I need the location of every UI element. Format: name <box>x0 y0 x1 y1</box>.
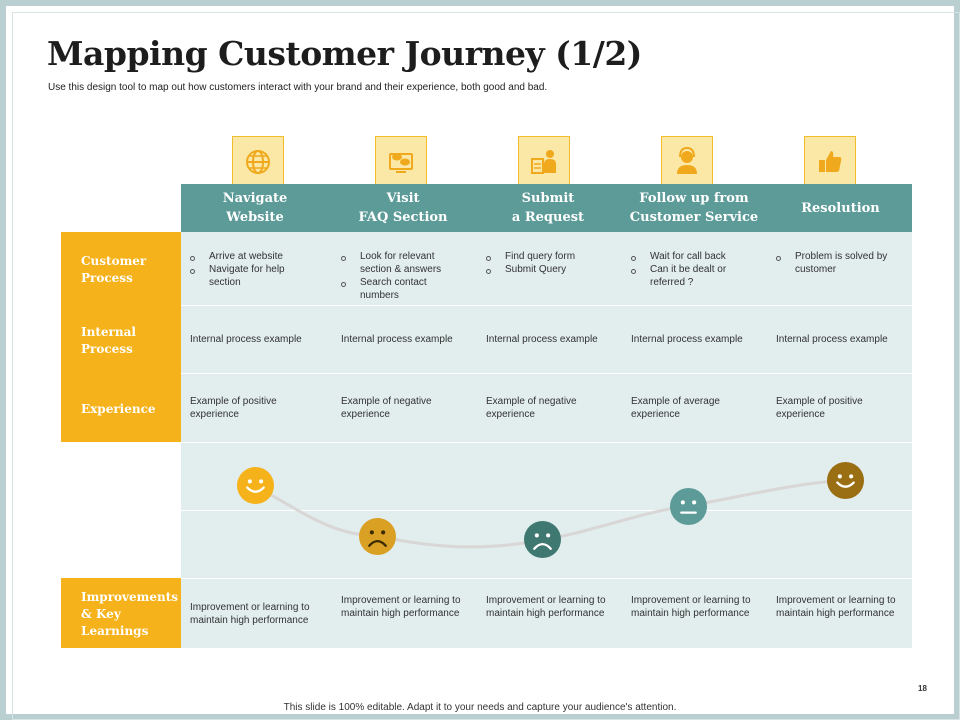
sad-face-icon <box>524 521 561 558</box>
customer-process-cell: Wait for call back Can it be dealt or re… <box>630 250 755 289</box>
thumbs-up-icon <box>804 136 856 188</box>
stage-header-visit-faq: Visit FAQ Section <box>358 191 448 225</box>
customer-process-cell: Problem is solved by customer <box>775 250 905 276</box>
list-item: Wait for call back <box>630 250 755 263</box>
list-item: Search contact numbers <box>340 276 468 302</box>
list-item: Look for relevant section & answers <box>340 250 468 276</box>
stage-header-follow-up: Follow up from Customer Service <box>629 191 759 225</box>
list-item: Can it be dealt or referred ? <box>630 263 755 289</box>
customer-process-cell: Arrive at website Navigate for help sect… <box>189 250 319 289</box>
experience-cell: Example of average experience <box>631 396 720 420</box>
list-item: Problem is solved by customer <box>775 250 905 276</box>
row-divider <box>181 305 912 306</box>
row-label-block <box>61 232 181 442</box>
internal-process-cell: Internal process example <box>776 334 888 345</box>
journey-grid <box>181 232 912 648</box>
stage-header-navigate-website: Navigate Website <box>222 191 288 225</box>
happy-face-icon <box>237 467 274 504</box>
slide-number: 18 <box>918 684 927 693</box>
row-divider <box>181 442 912 443</box>
globe-icon <box>232 136 284 188</box>
stage-header-bar <box>181 184 912 232</box>
page-title: Mapping Customer Journey (1/2) <box>47 34 642 73</box>
row-divider <box>181 510 912 511</box>
improvement-cell: Improvement or learning to maintain high… <box>341 595 461 619</box>
internal-process-cell: Internal process example <box>631 334 743 345</box>
experience-cell: Example of negative experience <box>341 396 432 420</box>
request-form-icon <box>518 136 570 188</box>
stage-header-submit-request: Submit a Request <box>511 191 585 225</box>
row-divider <box>181 578 912 579</box>
experience-cell: Example of negative experience <box>486 396 577 420</box>
page-subtitle: Use this design tool to map out how cust… <box>48 82 548 93</box>
row-divider <box>181 373 912 374</box>
list-item: Navigate for help section <box>189 263 319 289</box>
customer-service-agent-icon <box>661 136 713 188</box>
footer-note: This slide is 100% editable. Adapt it to… <box>283 702 677 713</box>
row-label-customer-process: Customer Process <box>81 254 147 285</box>
list-item: Find query form <box>485 250 613 263</box>
improvement-cell: Improvement or learning to maintain high… <box>486 595 606 619</box>
improvement-cell: Improvement or learning to maintain high… <box>631 595 751 619</box>
improvement-cell: Improvement or learning to maintain high… <box>776 595 896 619</box>
row-label-internal-process: Internal Process <box>81 325 136 356</box>
list-item: Arrive at website <box>189 250 319 263</box>
customer-process-cell: Look for relevant section & answers Sear… <box>340 250 468 302</box>
experience-cell: Example of positive experience <box>776 396 863 420</box>
neutral-face-icon <box>670 488 707 525</box>
customer-process-cell: Find query form Submit Query <box>485 250 613 276</box>
happy-face-icon <box>827 462 864 499</box>
list-item: Submit Query <box>485 263 613 276</box>
internal-process-cell: Internal process example <box>341 334 453 345</box>
row-label-improvements: Improvements & Key Learnings <box>81 590 178 638</box>
internal-process-cell: Internal process example <box>486 334 598 345</box>
experience-cell: Example of positive experience <box>190 396 277 420</box>
improvement-cell: Improvement or learning to maintain high… <box>190 602 310 626</box>
faq-chat-icon <box>375 136 427 188</box>
row-label-block <box>61 578 181 648</box>
row-label-experience: Experience <box>81 402 156 416</box>
sad-face-icon <box>359 518 396 555</box>
internal-process-cell: Internal process example <box>190 334 302 345</box>
stage-header-resolution: Resolution <box>801 200 880 216</box>
